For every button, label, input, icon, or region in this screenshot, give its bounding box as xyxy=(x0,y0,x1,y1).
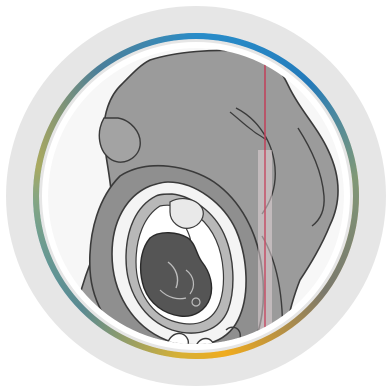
placenta xyxy=(170,199,203,229)
